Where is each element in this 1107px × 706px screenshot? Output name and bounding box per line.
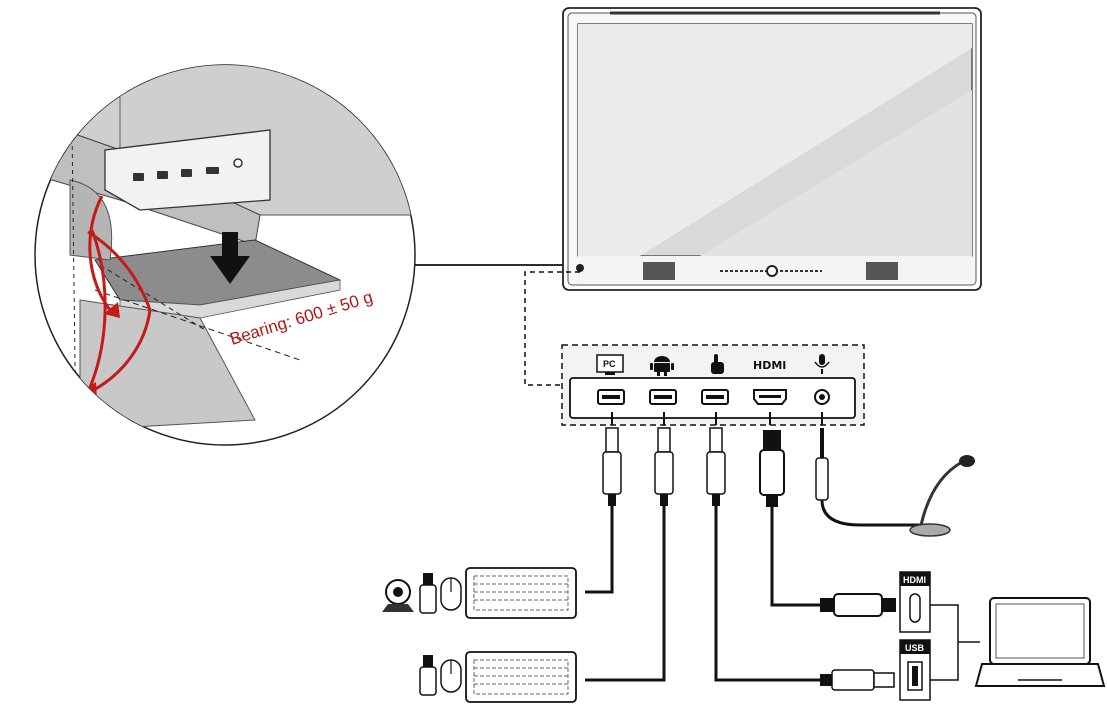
peripherals-row-2 — [419, 651, 577, 703]
cables — [585, 412, 930, 682]
mouse-icon — [440, 659, 462, 693]
laptop-icon — [974, 597, 1106, 687]
pc-label: PC — [603, 359, 616, 369]
hdmi-logo: HDMI — [753, 359, 786, 372]
mouse-icon — [440, 577, 462, 611]
webcam-icon — [382, 579, 414, 612]
peripherals-row-1 — [382, 567, 577, 619]
power-button — [766, 265, 778, 277]
usb-plug-2 — [654, 427, 674, 506]
hdmi-plug — [759, 430, 785, 507]
push-down-arrow-icon — [210, 232, 250, 284]
detail-port-audio — [233, 158, 243, 168]
usb-plug-1 — [602, 427, 622, 506]
laptop-hdmi-label: HDMI — [903, 575, 926, 585]
interactive-display — [562, 7, 982, 291]
keyboard-icon — [465, 651, 577, 703]
detail-port-usb-2 — [157, 171, 168, 179]
usb-cable-plug-horizontal — [820, 669, 895, 691]
port-panel: PC HDMI — [561, 344, 865, 426]
speaker-right — [866, 262, 898, 280]
laptop-usb-label: USB — [905, 643, 925, 653]
usb-plug-3 — [706, 427, 726, 506]
detail-port-usb-3 — [181, 169, 192, 177]
monitor-pc-icon: PC — [596, 354, 624, 375]
laptop-usb-port-box: USB — [899, 639, 931, 701]
usb-dongle-icon — [419, 573, 437, 614]
front-port-dot — [576, 264, 584, 272]
android-icon — [650, 356, 674, 376]
detail-circle: Bearing: 600 ± 50 g — [34, 64, 416, 446]
keyboard-icon — [465, 567, 577, 619]
laptop-bracket — [930, 604, 980, 681]
laptop-hdmi-port-box: HDMI — [899, 571, 931, 633]
audio-plug — [815, 428, 829, 501]
desk-microphone — [909, 455, 975, 537]
detail-port-hdmi — [206, 167, 219, 174]
touch-hand-icon — [711, 354, 724, 374]
speaker-left — [643, 262, 675, 280]
dashed-link — [524, 271, 580, 386]
detail-port-usb-1 — [133, 173, 144, 181]
usb-dongle-icon — [419, 655, 437, 696]
hdmi-cable-plug-horizontal — [820, 593, 896, 617]
microphone-icon — [814, 354, 830, 374]
